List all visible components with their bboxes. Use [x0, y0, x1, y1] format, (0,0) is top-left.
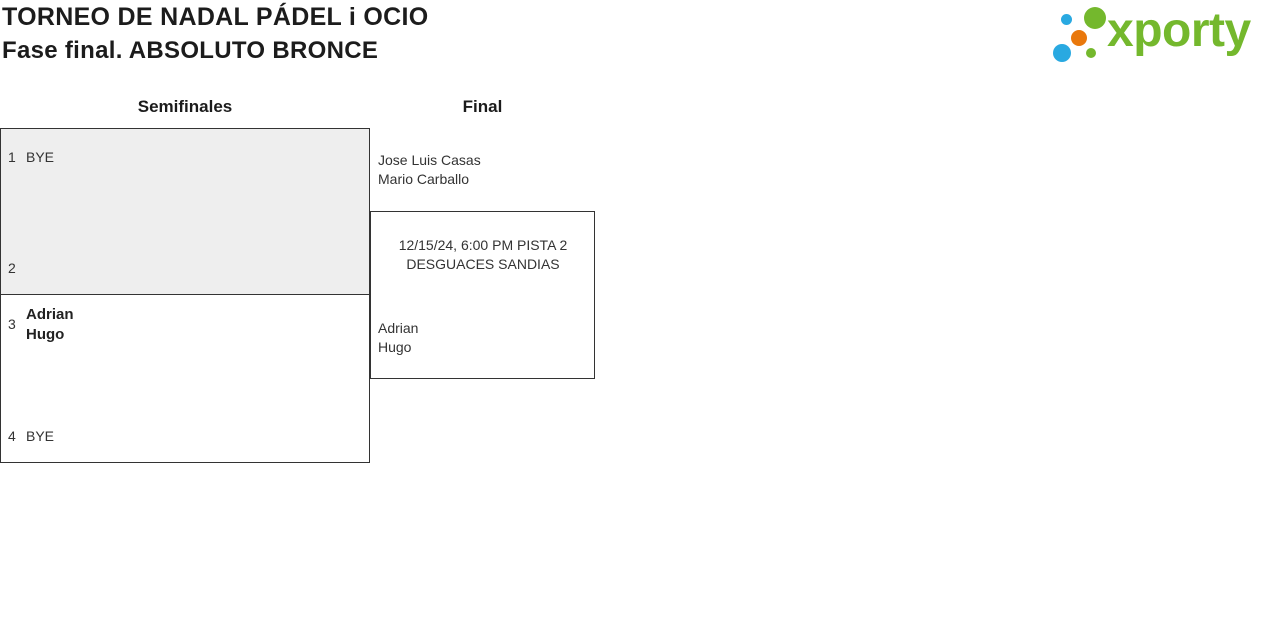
logo-dot-icon: [1086, 48, 1096, 58]
logo-dot-icon: [1053, 44, 1071, 62]
logo-dot-icon: [1061, 14, 1072, 25]
logo-dot-icon: [1084, 7, 1106, 29]
slot-seed: 2: [8, 260, 16, 276]
player-name: Jose Luis Casas: [378, 152, 481, 168]
player-name: Adrian: [26, 306, 74, 323]
slot-name: BYE: [26, 428, 55, 444]
player-name: Hugo: [26, 326, 65, 343]
bracket-slot-1: 1 BYE: [8, 149, 54, 165]
slot-seed: 3: [8, 316, 16, 332]
slot-seed: 1: [8, 149, 16, 165]
slot-name: BYE: [26, 149, 55, 165]
bracket-slot-4: 4 BYE: [8, 428, 54, 444]
page-subtitle: Fase final. ABSOLUTO BRONCE: [2, 37, 379, 64]
match-venue: DESGUACES SANDIAS: [406, 256, 560, 272]
match-schedule: 12/15/24, 6:00 PM PISTA 2: [398, 237, 568, 253]
final-team-1: Jose Luis Casas Mario Carballo: [378, 151, 481, 189]
final-match-info: 12/15/24, 6:00 PM PISTA 2 DESGUACES SAND…: [371, 236, 595, 274]
logo-dot-icon: [1071, 30, 1087, 46]
bracket-slot-2: 2: [8, 260, 26, 276]
page-title: TORNEO DE NADAL PÁDEL i OCIO: [2, 3, 429, 31]
final-team-2: Adrian Hugo: [378, 319, 418, 357]
final-match-box[interactable]: [370, 211, 595, 379]
xporty-logo[interactable]: xporty: [1050, 0, 1280, 70]
bracket-slot-3-team: Adrian Hugo: [26, 305, 74, 345]
player-name: Adrian: [378, 320, 419, 336]
player-name: Hugo: [378, 339, 412, 355]
semifinal-1-match-box[interactable]: [0, 128, 370, 295]
slot-seed: 4: [8, 428, 16, 444]
round-header-semifinales: Semifinales: [137, 97, 233, 116]
round-header-final: Final: [462, 97, 503, 116]
xporty-logo-text: xporty: [1107, 4, 1251, 57]
player-name: Mario Carballo: [378, 171, 470, 187]
semifinal-2-match-box[interactable]: [0, 294, 370, 463]
